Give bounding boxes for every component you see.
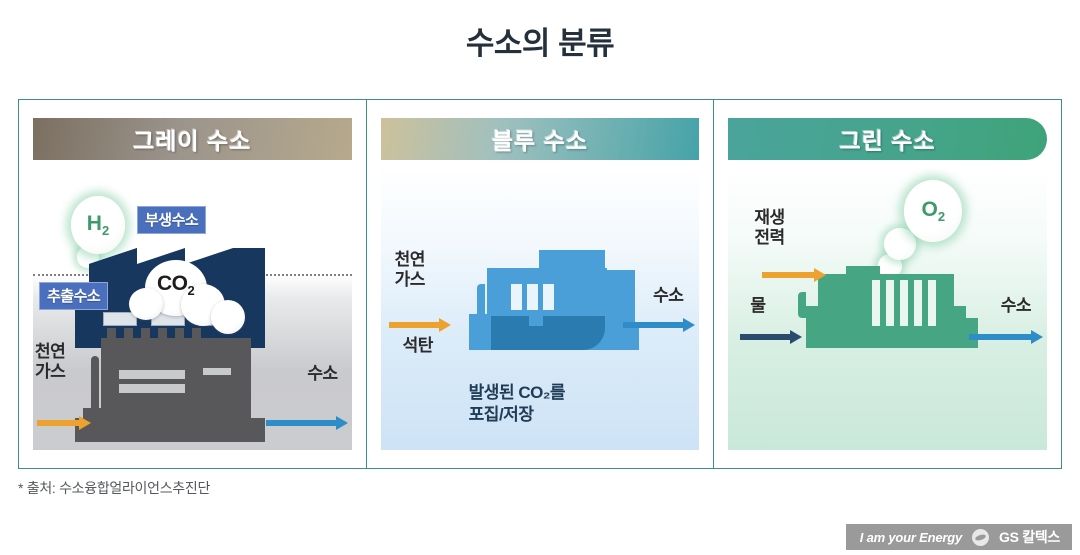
co2-label: CO2 — [157, 272, 195, 299]
output-arrow-hydrogen — [265, 416, 348, 430]
gs-logo-icon — [972, 528, 990, 546]
factory-window — [103, 312, 137, 326]
electrolyzer-fin — [872, 280, 881, 326]
note-co2-capture: 발생된 CO₂를 포집/저장 — [468, 383, 566, 425]
brand-slogan: I am your Energy — [859, 529, 963, 545]
h2-label: H2 — [86, 211, 110, 239]
input-label-water: 물 — [750, 296, 766, 315]
panel-blue-title: 블루 수소 — [491, 128, 589, 154]
panel-blue-banner: 블루 수소 — [380, 118, 700, 160]
panel-grey-hydrogen: 그레이 수소 H2 부생수소 — [19, 100, 366, 468]
panel-green-banner: 그린 수소 — [728, 118, 1048, 160]
blue-plant — [465, 244, 665, 374]
input-arrow-natural-gas — [37, 416, 91, 430]
input-arrow-feedstock — [388, 318, 451, 332]
blue-plant-window — [510, 284, 522, 310]
panel-blue-canvas: 천연 가스 석탄 수소 발생된 CO₂를 포집/저장 — [380, 168, 700, 450]
input-label-natural-gas: 천연 가스 — [35, 342, 66, 382]
panels-frame: 그레이 수소 H2 부생수소 — [18, 99, 1062, 469]
o2-label: O2 — [921, 197, 946, 225]
tag-byproduct-hydrogen: 부생수소 — [137, 206, 207, 234]
panel-blue-hydrogen: 블루 수소 — [365, 100, 714, 468]
output-arrow-hydrogen — [623, 318, 696, 332]
output-label-hydrogen: 수소 — [1000, 296, 1032, 315]
co2-cloud: CO2 — [129, 260, 259, 344]
input-arrow-renewable-power — [762, 268, 827, 282]
h2-bubble: H2 — [71, 196, 125, 254]
panel-green-canvas: O2 재생 전력 — [728, 168, 1048, 450]
output-label-hydrogen: 수소 — [653, 286, 684, 305]
output-label-hydrogen: 수소 — [307, 364, 338, 383]
extraction-plant — [69, 326, 289, 446]
source-note: * 출처: 수소융합얼라이언스추진단 — [18, 480, 211, 496]
input-label-natural-gas: 천연 가스 — [394, 250, 426, 290]
electrolyzer — [784, 260, 994, 380]
input-arrow-water — [740, 330, 803, 344]
blue-plant-window — [526, 284, 538, 310]
brand-name: GS 칼텍스 — [999, 529, 1060, 545]
panel-green-title: 그린 수소 — [839, 128, 936, 154]
panel-green-hydrogen: 그린 수소 O2 — [713, 100, 1061, 468]
tag-extracted-hydrogen: 추출수소 — [39, 282, 109, 310]
electrolyzer-fin — [914, 280, 923, 326]
page-title: 수소의 분류 — [465, 26, 615, 61]
o2-bubble-medium — [884, 228, 917, 260]
panel-grey-title: 그레이 수소 — [133, 128, 252, 154]
output-arrow-hydrogen — [969, 330, 1044, 344]
panel-grey-canvas: H2 부생수소 — [33, 168, 352, 450]
electrolyzer-fin — [928, 280, 937, 326]
co2-storage — [490, 316, 605, 350]
blue-plant-window — [542, 284, 554, 310]
input-label-renewable-power: 재생 전력 — [754, 208, 785, 248]
electrolyzer-fin — [886, 280, 895, 326]
brand-bar: I am your Energy GS 칼텍스 — [845, 524, 1072, 550]
panel-grey-banner: 그레이 수소 — [33, 118, 352, 160]
electrolyzer-fin — [900, 280, 909, 326]
input-label-coal: 석탄 — [402, 336, 434, 355]
o2-bubble: O2 — [904, 180, 963, 242]
